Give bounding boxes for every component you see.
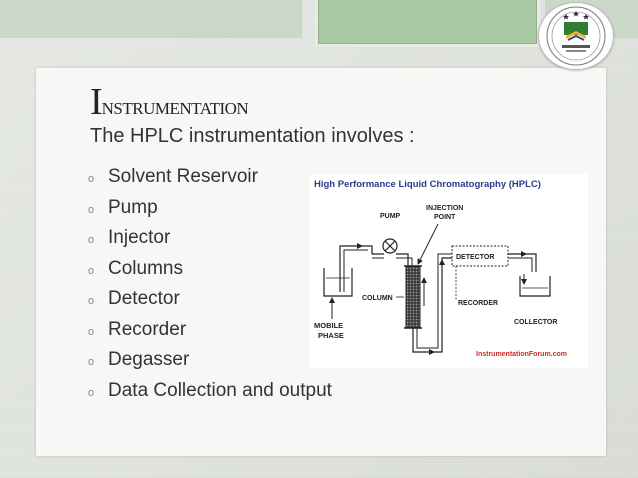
bullet-marker: o xyxy=(88,386,95,399)
bullet-marker: o xyxy=(88,173,95,186)
top-decor-box xyxy=(318,0,537,44)
tubing-column-detector xyxy=(412,257,452,353)
hplc-diagram: High Performance Liquid Chromatography (… xyxy=(310,174,588,368)
bullet-text: Recorder xyxy=(108,318,187,340)
label-column: COLUMN xyxy=(362,295,393,302)
solvent-reservoir-shape xyxy=(323,268,353,297)
bullet-item: o Solvent Reservoir xyxy=(88,162,332,193)
bullet-item: o Columns xyxy=(88,254,332,285)
bullet-text: Solvent Reservoir xyxy=(108,166,258,188)
injection-arrow xyxy=(417,223,439,265)
slide-title: INSTRUMENTATION xyxy=(90,80,249,124)
label-injection-1: INJECTION xyxy=(426,205,463,212)
tubing-pump-column xyxy=(372,253,409,266)
bullet-marker: o xyxy=(88,264,95,277)
slide-title-rest: NSTRUMENTATION xyxy=(101,99,249,118)
diagram-title: High Performance Liquid Chromatography (… xyxy=(314,179,541,190)
bullet-marker: o xyxy=(88,295,95,308)
bullet-item: o Detector xyxy=(88,284,332,315)
bullet-item: o Injector xyxy=(88,223,332,254)
bullet-item: o Recorder xyxy=(88,315,332,346)
bullet-text: Degasser xyxy=(108,349,190,371)
label-injection-2: POINT xyxy=(434,214,456,221)
bullet-text: Detector xyxy=(108,288,180,310)
bullet-text: Pump xyxy=(108,196,158,218)
column-shape xyxy=(405,265,421,329)
university-seal-icon xyxy=(538,2,614,70)
label-mobile-phase-1: MOBILE xyxy=(314,321,343,330)
label-pump: PUMP xyxy=(380,213,401,220)
bullet-marker: o xyxy=(88,325,95,338)
label-collector: COLLECTOR xyxy=(514,319,557,326)
slide-title-initial: I xyxy=(90,81,103,123)
diagram-source: InstrumentationForum.com xyxy=(476,351,567,358)
slide-subtitle: The HPLC instrumentation involves : xyxy=(90,125,415,147)
label-recorder: RECORDER xyxy=(458,300,498,307)
label-mobile-phase-2: PHASE xyxy=(318,331,344,340)
bullet-item: o Degasser xyxy=(88,345,332,376)
bullet-text: Columns xyxy=(108,257,183,279)
bullet-text: Data Collection and output xyxy=(108,379,332,401)
collector-shape xyxy=(519,276,551,297)
detector-box xyxy=(451,245,509,267)
bullet-item: o Data Collection and output xyxy=(88,376,332,407)
bullet-text: Injector xyxy=(108,227,171,249)
bullet-marker: o xyxy=(88,356,95,369)
bullet-item: o Pump xyxy=(88,193,332,224)
bullet-marker: o xyxy=(88,234,95,247)
top-decor-bar-left xyxy=(0,0,302,38)
label-detector: DETECTOR xyxy=(456,254,494,261)
tubing-inlet xyxy=(339,245,373,292)
bullet-marker: o xyxy=(88,203,95,216)
